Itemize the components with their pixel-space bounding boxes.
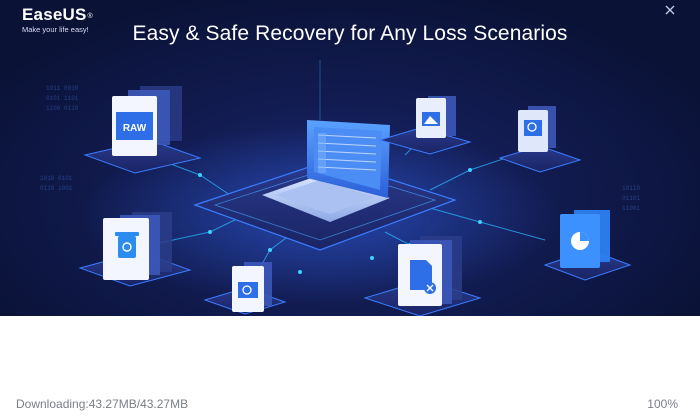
download-status: Downloading:43.27MB/43.27MB (16, 397, 189, 411)
svg-text:01101: 01101 (622, 195, 640, 202)
download-percent: 100% (647, 397, 678, 411)
raw-file-icon: RAW (112, 96, 157, 156)
hero-banner: RAW (0, 0, 700, 316)
pie-chart-file-icon (560, 214, 600, 268)
svg-text:0101 1101: 0101 1101 (46, 95, 79, 102)
zoom-file-icon (518, 110, 548, 152)
brand-tagline: Make your life easy! (22, 25, 89, 34)
svg-text:1011 0010: 1011 0010 (46, 85, 79, 92)
svg-text:1010 0101: 1010 0101 (40, 175, 73, 182)
brand-logo: EaseUS® Make your life easy! (22, 5, 93, 34)
svg-text:RAW: RAW (123, 123, 147, 134)
banner-headline: Easy & Safe Recovery for Any Loss Scenar… (132, 22, 568, 45)
search-file-icon (232, 266, 264, 312)
svg-text:10110: 10110 (622, 185, 640, 192)
deleted-file-icon (398, 244, 442, 306)
image-file-icon (416, 98, 446, 138)
registered-mark: ® (87, 13, 93, 20)
svg-text:0110 1001: 0110 1001 (40, 185, 73, 192)
recovery-illustration: RAW (40, 60, 640, 316)
brand-name: EaseUS (22, 5, 87, 24)
svg-text:11001: 11001 (622, 205, 640, 212)
close-icon[interactable] (662, 2, 678, 18)
svg-text:1100 0110: 1100 0110 (46, 105, 79, 112)
recycle-bin-icon (103, 218, 149, 280)
